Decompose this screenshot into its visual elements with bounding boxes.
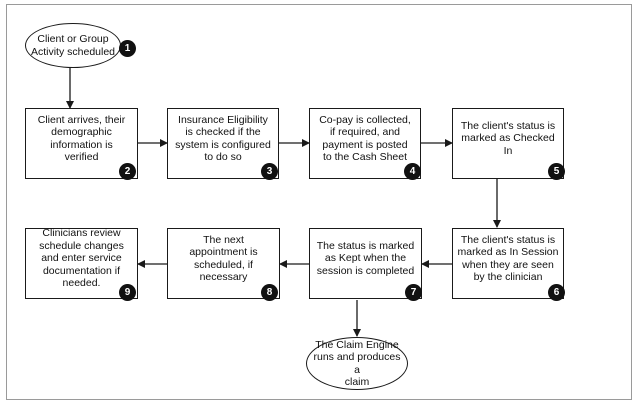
step-badge-7: 7	[405, 284, 422, 301]
step-6-label: The client's status is marked as In Sess…	[457, 233, 559, 284]
step-4-box: Co-pay is collected, if required, and pa…	[309, 108, 421, 179]
end-label: The Claim Engine runs and produces a cla…	[313, 338, 401, 389]
step-badge-8: 8	[261, 284, 278, 301]
step-badge-1: 1	[119, 40, 136, 57]
diagram-frame	[6, 4, 632, 400]
step-2-label: Client arrives, their demographic inform…	[37, 113, 126, 164]
step-9-box: Clinicians review schedule changes and e…	[25, 227, 138, 299]
step-badge-9: 9	[119, 284, 136, 301]
step-3-label: Insurance Eligibility is checked if the …	[175, 113, 271, 164]
step-8-label: The next appointment is scheduled, if ne…	[189, 233, 258, 284]
step-9-label: Clinicians review schedule changes and e…	[39, 227, 124, 290]
step-badge-6: 6	[548, 284, 565, 301]
step-badge-2: 2	[119, 163, 136, 180]
start-terminator: Client or Group Activity scheduled	[25, 23, 121, 68]
step-5-box: The client's status is marked as Checked…	[452, 108, 564, 179]
step-4-label: Co-pay is collected, if required, and pa…	[319, 113, 411, 164]
step-badge-4: 4	[404, 163, 421, 180]
step-7-box: The status is marked as Kept when the se…	[309, 228, 422, 299]
step-3-box: Insurance Eligibility is checked if the …	[167, 108, 279, 179]
step-8-box: The next appointment is scheduled, if ne…	[167, 228, 280, 299]
end-terminator: The Claim Engine runs and produces a cla…	[306, 337, 408, 390]
step-6-box: The client's status is marked as In Sess…	[452, 228, 564, 299]
step-badge-3: 3	[261, 163, 278, 180]
step-5-label: The client's status is marked as Checked…	[460, 119, 556, 157]
start-label: Client or Group Activity scheduled	[30, 33, 116, 58]
step-badge-5: 5	[548, 163, 565, 180]
step-7-label: The status is marked as Kept when the se…	[316, 239, 415, 277]
